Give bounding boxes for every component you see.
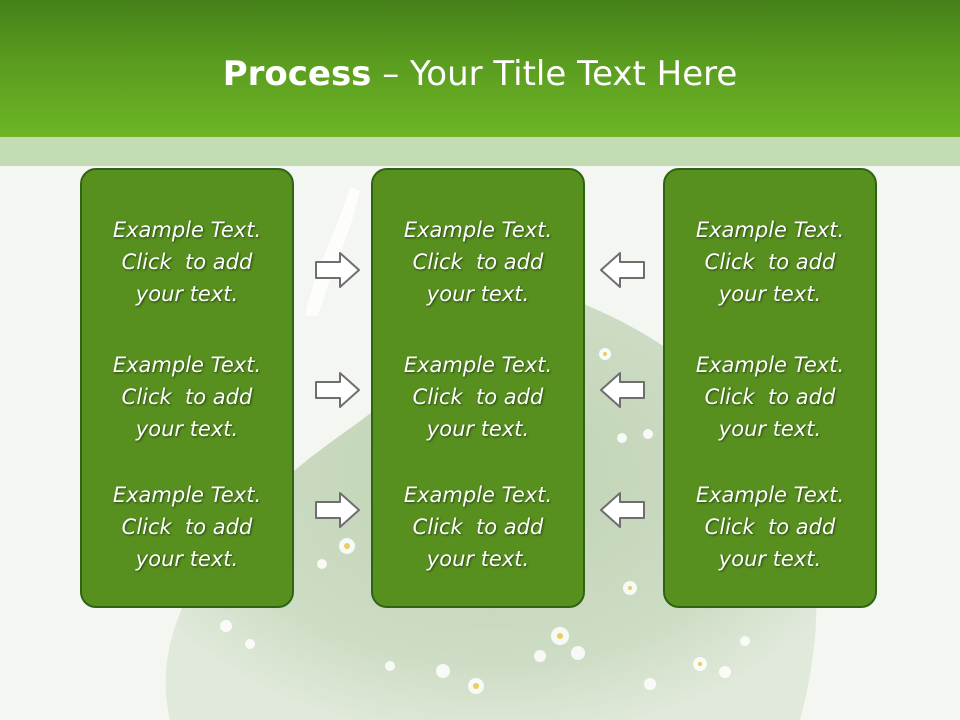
slide-title-rest: – Your Title Text Here (371, 54, 738, 94)
text-line: your text. (426, 547, 530, 571)
text-block[interactable]: Example Text. Click to add your text. (82, 479, 292, 575)
text-line: Click to add (121, 515, 253, 539)
process-box-right[interactable]: Example Text. Click to add your text. Ex… (663, 168, 877, 608)
right-arrow-icon (315, 252, 360, 288)
text-line: Example Text. (695, 218, 845, 242)
text-line: Click to add (704, 250, 836, 274)
left-arrow-icon (600, 252, 645, 288)
text-block[interactable]: Example Text. Click to add your text. (373, 349, 583, 445)
text-line: your text. (718, 547, 822, 571)
left-arrow-icon (600, 492, 645, 528)
text-line: Example Text. (403, 483, 553, 507)
text-line: your text. (135, 547, 239, 571)
text-block[interactable]: Example Text. Click to add your text. (665, 214, 875, 310)
text-line: Example Text. (403, 218, 553, 242)
process-box-left[interactable]: Example Text. Click to add your text. Ex… (80, 168, 294, 608)
text-line: Click to add (412, 250, 544, 274)
left-arrow-icon (600, 372, 645, 408)
slide-title[interactable]: Process – Your Title Text Here (0, 52, 960, 96)
text-block[interactable]: Example Text. Click to add your text. (665, 349, 875, 445)
right-arrow-icon (315, 372, 360, 408)
title-band (0, 137, 960, 166)
text-line: Example Text. (695, 353, 845, 377)
text-line: Example Text. (695, 483, 845, 507)
text-line: Example Text. (112, 483, 262, 507)
text-line: Click to add (704, 515, 836, 539)
right-arrow-icon (315, 492, 360, 528)
text-line: Click to add (704, 385, 836, 409)
title-header: Process – Your Title Text Here (0, 0, 960, 137)
text-line: Click to add (412, 385, 544, 409)
text-block[interactable]: Example Text. Click to add your text. (82, 214, 292, 310)
text-block[interactable]: Example Text. Click to add your text. (82, 349, 292, 445)
text-line: your text. (135, 282, 239, 306)
process-box-center[interactable]: Example Text. Click to add your text. Ex… (371, 168, 585, 608)
text-line: your text. (718, 282, 822, 306)
text-block[interactable]: Example Text. Click to add your text. (373, 214, 583, 310)
text-line: your text. (426, 282, 530, 306)
slide-title-bold: Process (222, 54, 372, 94)
text-block[interactable]: Example Text. Click to add your text. (373, 479, 583, 575)
text-line: your text. (135, 417, 239, 441)
text-line: Click to add (121, 250, 253, 274)
text-block[interactable]: Example Text. Click to add your text. (665, 479, 875, 575)
text-line: Example Text. (403, 353, 553, 377)
text-line: your text. (718, 417, 822, 441)
text-line: Example Text. (112, 218, 262, 242)
text-line: Example Text. (112, 353, 262, 377)
text-line: your text. (426, 417, 530, 441)
text-line: Click to add (121, 385, 253, 409)
text-line: Click to add (412, 515, 544, 539)
